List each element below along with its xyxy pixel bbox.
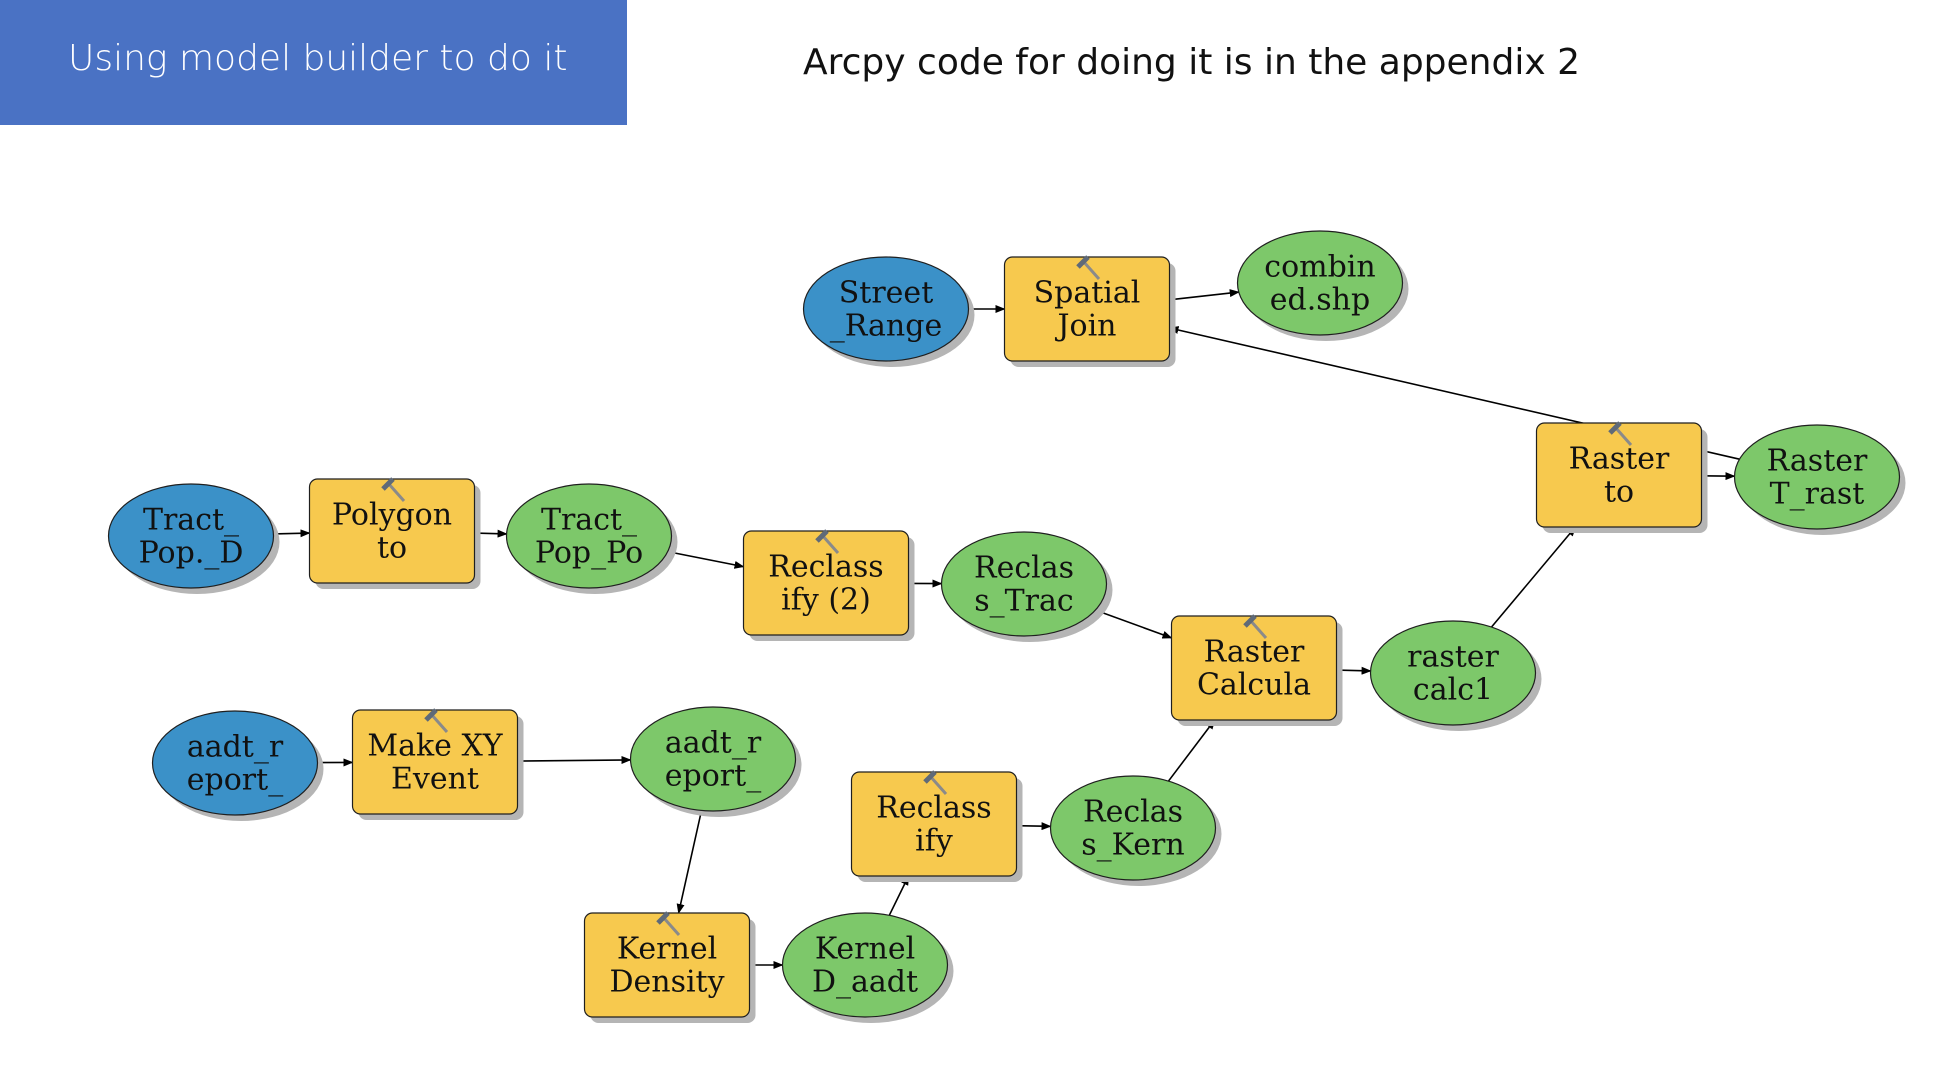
input-data-ellipse	[802, 256, 970, 362]
node-label: Pop._D	[139, 536, 244, 571]
node-label: ed.shp	[1270, 283, 1370, 318]
node-label: ify (2)	[781, 583, 871, 618]
hammer-icon	[923, 770, 948, 795]
node-label: raster	[1407, 640, 1499, 675]
node-label: Pop_Po	[535, 536, 643, 571]
hammer-icon	[1243, 614, 1268, 639]
connector-tract-pop-d-to-polygon-to	[273, 529, 311, 538]
connector-aadt-report-out-to-kernel-density	[676, 810, 703, 914]
node-label: aadt_r	[187, 730, 284, 765]
node-reclass-trac[interactable]: Reclass_Trac	[940, 531, 1113, 642]
hammer-icon	[1608, 421, 1633, 446]
node-label: Raster	[1767, 444, 1868, 479]
node-label: _Range	[830, 309, 942, 344]
input-data-ellipse	[107, 483, 275, 589]
title-banner: Using model builder to do it	[0, 0, 627, 125]
node-label: Reclas	[974, 551, 1074, 586]
node-label: Reclass	[876, 791, 991, 826]
node-label: Tract_	[541, 503, 637, 538]
node-label: Street	[839, 276, 934, 311]
output-data-ellipse	[1049, 775, 1217, 881]
connector-reclass-trac-to-raster-calculator	[1095, 609, 1173, 639]
node-label: Event	[391, 762, 479, 797]
node-label: Spatial	[1034, 276, 1141, 311]
output-data-ellipse	[940, 531, 1108, 637]
node-label: Kernel	[815, 932, 915, 967]
node-label: Raster	[1569, 442, 1670, 477]
hammer-icon	[1076, 255, 1101, 280]
node-reclass-kern[interactable]: Reclass_Kern	[1049, 775, 1222, 886]
node-label: calc1	[1413, 673, 1493, 708]
node-tract-pop-po[interactable]: Tract_Pop_Po	[505, 483, 678, 594]
node-label: Reclas	[1083, 795, 1183, 830]
connector-spatial-join-to-combined-shp	[1169, 289, 1240, 301]
node-label: Tract_	[143, 503, 239, 538]
output-data-ellipse	[1369, 620, 1537, 726]
node-label: Kernel	[617, 932, 717, 967]
node-label: Make XY	[367, 729, 503, 764]
node-label: Calcula	[1197, 668, 1311, 703]
connector-kernel-d-aadt-to-reclassify	[888, 875, 910, 916]
node-label: Reclass	[768, 550, 883, 585]
node-label: Polygon	[332, 498, 452, 533]
output-data-ellipse	[1733, 424, 1901, 530]
hammer-icon	[656, 911, 681, 936]
hammer-icon	[815, 529, 840, 554]
connector-raster-calc1-to-raster-to	[1490, 526, 1577, 628]
node-label: Raster	[1204, 635, 1305, 670]
output-data-ellipse	[629, 706, 797, 812]
node-label: s_Kern	[1081, 828, 1184, 863]
node-label: to	[377, 531, 407, 566]
output-data-ellipse	[505, 483, 673, 589]
node-street-range[interactable]: Street_Range	[802, 256, 975, 367]
node-label: Join	[1054, 309, 1116, 344]
node-label: s_Trac	[974, 584, 1073, 619]
node-label: eport_	[187, 763, 283, 798]
node-label: to	[1604, 475, 1634, 510]
connector-reclass-kern-to-raster-calculator	[1167, 719, 1216, 782]
node-label: Density	[609, 965, 724, 1000]
node-label: combin	[1264, 250, 1375, 285]
output-data-ellipse	[1236, 230, 1404, 336]
connector-tract-pop-po-to-reclassify-2	[667, 550, 745, 569]
slide-title: Using model builder to do it	[68, 38, 568, 79]
input-data-ellipse	[151, 710, 319, 816]
output-data-ellipse	[781, 912, 949, 1018]
hammer-icon	[424, 708, 449, 733]
node-tract-pop-d[interactable]: Tract_Pop._D	[107, 483, 280, 594]
connector-make-xy-event-to-aadt-report-out	[517, 755, 632, 764]
appendix-note: Arcpy code for doing it is in the append…	[803, 42, 1581, 83]
node-label: aadt_r	[665, 726, 762, 761]
node-label: eport_	[665, 759, 761, 794]
hammer-icon	[381, 477, 406, 502]
node-label: ify	[915, 824, 953, 859]
node-label: T_rast	[1770, 477, 1865, 512]
node-label: D_aadt	[812, 965, 918, 1000]
